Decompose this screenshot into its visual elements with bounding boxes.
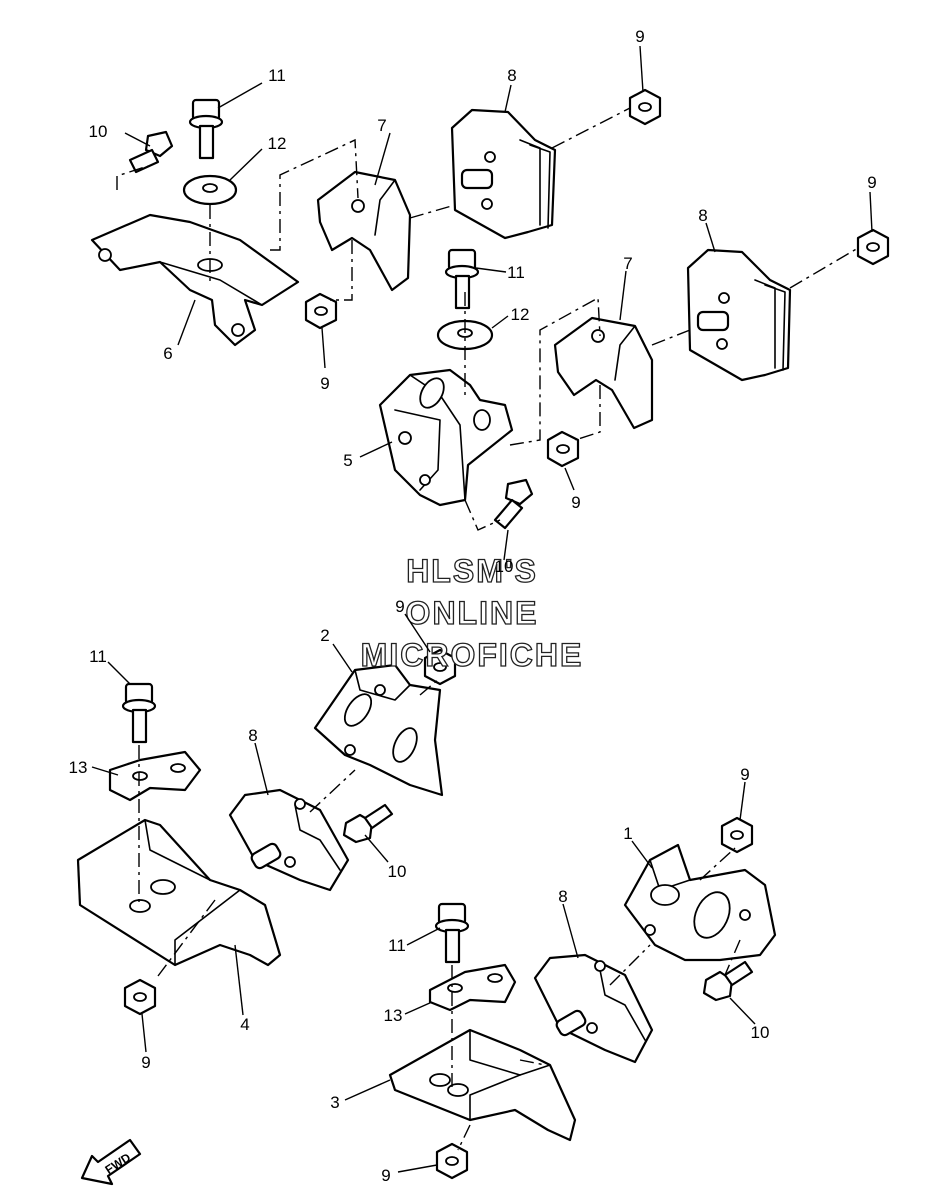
callout-13: 13 [69, 758, 88, 777]
callout-9: 9 [141, 1053, 150, 1072]
washer-12a[interactable] [182, 174, 238, 206]
mount-8a[interactable] [450, 108, 557, 240]
bolt-10c[interactable] [342, 803, 394, 844]
callout-12: 12 [268, 134, 287, 153]
callout-9: 9 [740, 765, 749, 784]
washer-12b[interactable] [436, 319, 494, 351]
callout-10: 10 [751, 1023, 770, 1042]
plate-13b[interactable] [428, 963, 517, 1012]
callout-3: 3 [330, 1093, 339, 1112]
callout-13: 13 [384, 1006, 403, 1025]
bracket-2[interactable] [313, 663, 444, 797]
bolt-11b[interactable] [444, 248, 480, 310]
bracket-3[interactable] [388, 1028, 577, 1142]
callout-8: 8 [698, 206, 707, 225]
bracket-5[interactable] [378, 368, 514, 507]
callout-9: 9 [381, 1166, 390, 1185]
bolt-11d[interactable] [434, 902, 470, 964]
callout-11: 11 [268, 66, 286, 85]
bracket-6[interactable] [90, 213, 300, 347]
callout-5: 5 [343, 451, 352, 470]
callout-10: 10 [388, 862, 407, 881]
callout-9: 9 [635, 27, 644, 46]
callout-10: 10 [89, 122, 108, 141]
nut-9e[interactable] [423, 648, 457, 686]
callout-2: 2 [320, 626, 329, 645]
callout-7: 7 [623, 254, 632, 273]
bracket-4[interactable] [76, 818, 282, 967]
bracket-7b[interactable] [553, 316, 654, 430]
nut-9h[interactable] [435, 1142, 469, 1180]
callout-9: 9 [395, 597, 404, 616]
mount-8b[interactable] [686, 248, 792, 382]
callout-12: 12 [511, 305, 530, 324]
fwd-arrow-icon [80, 1138, 142, 1186]
callout-8: 8 [248, 726, 257, 745]
watermark-line-3: MICROFICHE [361, 637, 584, 673]
callout-1: 1 [623, 824, 632, 843]
callout-9: 9 [867, 173, 876, 192]
nut-9g[interactable] [720, 816, 754, 854]
bracket-7a[interactable] [316, 170, 412, 292]
callout-10: 10 [495, 557, 514, 576]
bracket-1[interactable] [623, 843, 777, 962]
plate-13a[interactable] [108, 750, 202, 802]
mount-8c[interactable] [228, 788, 350, 892]
callout-4: 4 [240, 1015, 249, 1034]
mount-8d[interactable] [533, 953, 654, 1064]
nut-9b[interactable] [628, 88, 662, 126]
bolt-10a[interactable] [128, 130, 174, 174]
watermark-line-2: ONLINE [406, 595, 539, 631]
callout-9: 9 [320, 374, 329, 393]
nut-9d[interactable] [546, 430, 580, 468]
callout-11: 11 [89, 647, 107, 666]
callout-7: 7 [377, 116, 386, 135]
bolt-10b[interactable] [493, 478, 534, 530]
callout-6: 6 [163, 344, 172, 363]
watermark-line-1: HLSM'S [406, 553, 538, 589]
callout-11: 11 [388, 936, 406, 955]
callout-9: 9 [571, 493, 580, 512]
nut-9a[interactable] [304, 292, 338, 330]
bolt-10d[interactable] [702, 960, 754, 1002]
callout-8: 8 [558, 887, 567, 906]
watermark: HLSM'S ONLINE MICROFICHE [360, 552, 584, 673]
bolt-11c[interactable] [121, 682, 157, 744]
bolt-11a[interactable] [188, 98, 224, 160]
nut-9f[interactable] [123, 978, 157, 1016]
nut-9c[interactable] [856, 228, 890, 266]
callout-11: 11 [507, 263, 525, 282]
callout-8: 8 [507, 66, 516, 85]
